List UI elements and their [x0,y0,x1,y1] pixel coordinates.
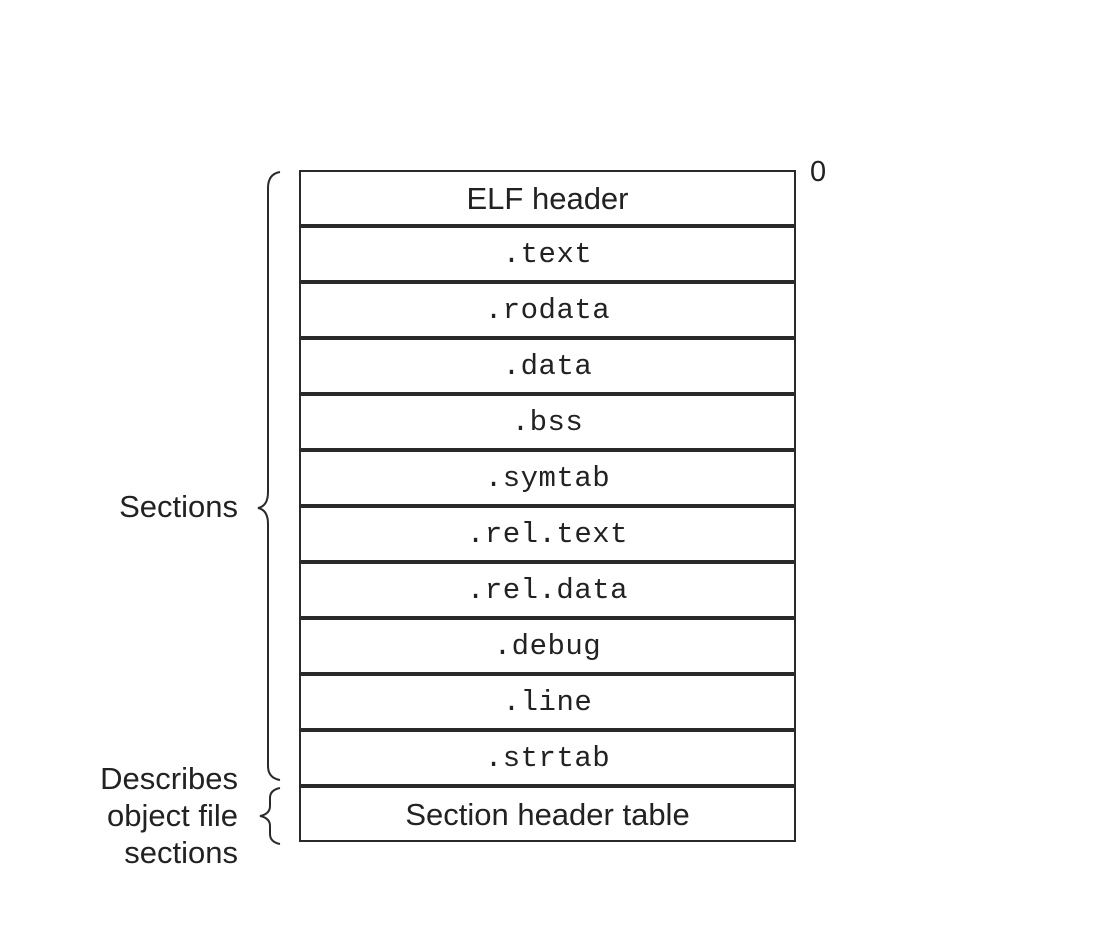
row-label: .rel.text [466,517,629,551]
row-rodata: .rodata [299,282,796,338]
row-rel-text: .rel.text [299,506,796,562]
row-text: .text [299,226,796,282]
offset-zero-label: 0 [810,156,827,188]
row-debug: .debug [299,618,796,674]
row-strtab: .strtab [299,730,796,786]
describes-brace [259,787,281,845]
row-label: .symtab [484,461,611,495]
describes-label: Describes object file sections [40,760,238,871]
row-elf-header: ELF header [299,170,796,226]
row-rel-data: .rel.data [299,562,796,618]
row-bss: .bss [299,394,796,450]
row-label: .data [502,349,593,383]
row-label: .strtab [484,741,611,775]
describes-label-line: object file [107,798,238,833]
row-section-header-table: Section header table [299,786,796,842]
row-label: Section header table [405,796,690,832]
row-label: .rodata [484,293,611,327]
describes-label-line: sections [124,835,238,870]
row-line: .line [299,674,796,730]
row-label: .text [502,237,593,271]
describes-label-line: Describes [100,761,238,796]
row-label: ELF header [466,180,629,216]
row-data: .data [299,338,796,394]
row-label: .bss [511,405,584,439]
sections-label: Sections [119,489,238,524]
row-label: .line [502,685,593,719]
sections-brace [257,171,281,781]
row-label: .debug [493,629,602,663]
row-label: .rel.data [466,573,629,607]
row-symtab: .symtab [299,450,796,506]
